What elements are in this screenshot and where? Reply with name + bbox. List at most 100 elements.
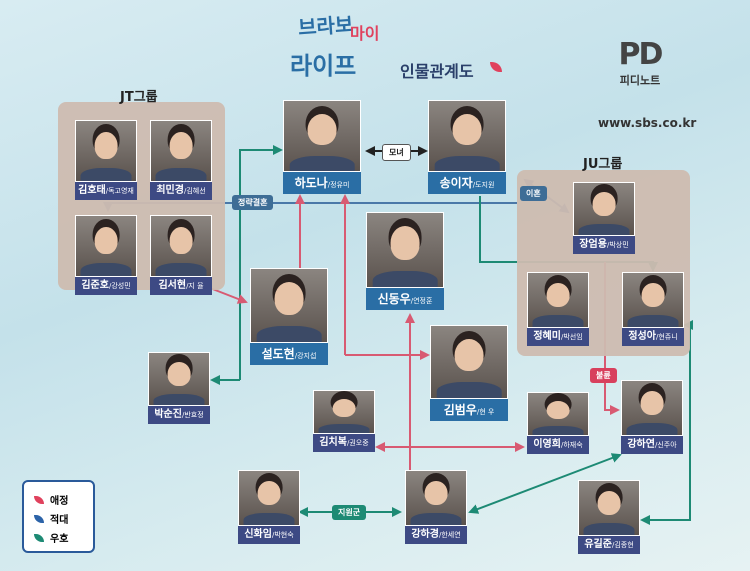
character-photo [238, 470, 300, 526]
character-photo [527, 392, 589, 436]
relation-arranged-marriage: 정략결혼 [232, 195, 274, 210]
character-photo [428, 100, 506, 172]
character-photo [148, 352, 210, 406]
actor-name: /정유미 [327, 181, 350, 189]
actor-name: /연정훈 [410, 297, 433, 305]
character-photo [527, 272, 589, 328]
actor-name: /권오중 [346, 439, 369, 447]
character-label: 김호태/독고영재 [75, 182, 137, 200]
actor-name: /독고영재 [105, 187, 134, 195]
character-label: 유길준/김종현 [578, 536, 640, 554]
drama-title-logo: 브라보 마이 라이프 인물관계도 [290, 8, 502, 86]
character-photo [573, 182, 635, 236]
character-card-songija: 송이자/도지원 [428, 100, 506, 194]
character-label: 최민경/김혜선 [150, 182, 212, 200]
character-name: 장엄용 [579, 239, 607, 250]
character-label: 김서현/지 율 [150, 277, 212, 295]
character-card-shinhwaim: 신화임/박현숙 [238, 470, 300, 544]
legend-friendly: 우호 [34, 528, 83, 547]
character-name: 김치복 [319, 437, 347, 448]
character-card-jangeomyong: 장엄용/박상민 [573, 182, 635, 254]
character-name: 신화임 [244, 529, 272, 540]
actor-name: /박상민 [606, 241, 629, 249]
leaf-icon [34, 533, 44, 542]
character-photo [150, 120, 212, 182]
character-card-seoldohyun: 설도현/강지섭 [250, 268, 328, 365]
jt-group-title: JT그룹 [120, 90, 158, 105]
character-photo [430, 325, 508, 399]
character-name: 김범우 [443, 403, 477, 417]
character-photo [75, 120, 137, 182]
character-label: 장엄용/박상민 [573, 236, 635, 254]
relation-ally: 지원군 [332, 505, 367, 520]
character-photo [405, 470, 467, 526]
character-card-kimjunho: 김준호/강성민 [75, 215, 137, 295]
character-photo [75, 215, 137, 277]
actor-name: /박현숙 [271, 531, 294, 539]
actor-name: /박선임 [560, 333, 583, 341]
relation-divorce: 이혼 [520, 186, 547, 201]
character-photo [150, 215, 212, 277]
character-card-leeyounghee: 이영희/하재숙 [527, 392, 589, 454]
character-name: 강하경 [411, 529, 439, 540]
character-photo [283, 100, 361, 172]
character-card-shindongwoo: 신동우/연정훈 [366, 212, 444, 310]
character-card-kanghakyung: 강하경/한세연 [405, 470, 467, 544]
character-label: 강하연/신주아 [621, 436, 683, 454]
character-name: 김서현 [158, 280, 187, 291]
character-label: 김준호/강성민 [75, 277, 137, 295]
actor-name: /하재숙 [560, 441, 583, 449]
character-label: 하도나/정유미 [283, 172, 361, 194]
character-name: 강하연 [627, 439, 655, 450]
legend-hostile: 적대 [34, 509, 83, 528]
character-card-kimseohyun: 김서현/지 율 [150, 215, 212, 295]
character-name: 설도현 [261, 347, 295, 361]
character-card-choiminkyung: 최민경/김혜선 [150, 120, 212, 200]
character-card-parksoonjin: 박순진/반효정 [148, 352, 210, 424]
relation-affair: 불륜 [590, 368, 617, 383]
character-name: 김호태 [78, 185, 106, 196]
character-name: 정성아 [628, 331, 656, 342]
character-label: 설도현/강지섭 [250, 343, 328, 365]
character-photo [250, 268, 328, 343]
character-name: 박순진 [154, 409, 182, 420]
character-label: 이영희/하재숙 [527, 436, 589, 454]
character-photo [621, 380, 683, 436]
character-name: 유길준 [584, 539, 612, 550]
character-name: 김준호 [81, 280, 109, 291]
character-name: 신동우 [377, 292, 411, 306]
character-name: 정혜미 [533, 331, 561, 342]
pdnote-logo: PD 피디노트 [618, 37, 664, 88]
character-card-jeongseonga: 정성아/현쥬니 [622, 272, 684, 346]
character-name: 하도나 [294, 176, 328, 190]
heart-icon [490, 62, 502, 72]
character-label: 박순진/반효정 [148, 406, 210, 424]
character-label: 송이자/도지원 [428, 172, 506, 194]
character-card-kimhotae: 김호태/독고영재 [75, 120, 137, 200]
actor-name: /현 우 [476, 408, 495, 416]
actor-name: /현쥬니 [655, 333, 678, 341]
character-label: 정성아/현쥬니 [622, 328, 684, 346]
character-card-yugiljun: 유길준/김종현 [578, 480, 640, 554]
character-card-jeonghyemi: 정혜미/박선임 [527, 272, 589, 346]
character-photo [366, 212, 444, 288]
actor-name: /강지섭 [294, 352, 317, 360]
actor-name: /강성민 [108, 282, 131, 290]
actor-name: /김종현 [611, 541, 634, 549]
ju-group-title: JU그룹 [583, 157, 623, 172]
actor-name: /도지원 [472, 181, 495, 189]
character-label: 신화임/박현숙 [238, 526, 300, 544]
character-card-kimbeomwoo: 김범우/현 우 [430, 325, 508, 421]
character-label: 정혜미/박선임 [527, 328, 589, 346]
actor-name: /신주아 [654, 441, 677, 449]
character-card-kimchibok: 김치복/권오중 [313, 390, 375, 452]
actor-name: /김혜선 [183, 187, 206, 195]
character-photo [313, 390, 375, 434]
character-card-kanghayeon: 강하연/신주아 [621, 380, 683, 454]
leaf-icon [34, 514, 44, 523]
character-name: 송이자 [439, 176, 473, 190]
character-label: 김치복/권오중 [313, 434, 375, 452]
character-photo [578, 480, 640, 536]
character-name: 최민경 [156, 185, 184, 196]
character-card-hadona: 하도나/정유미 [283, 100, 361, 194]
